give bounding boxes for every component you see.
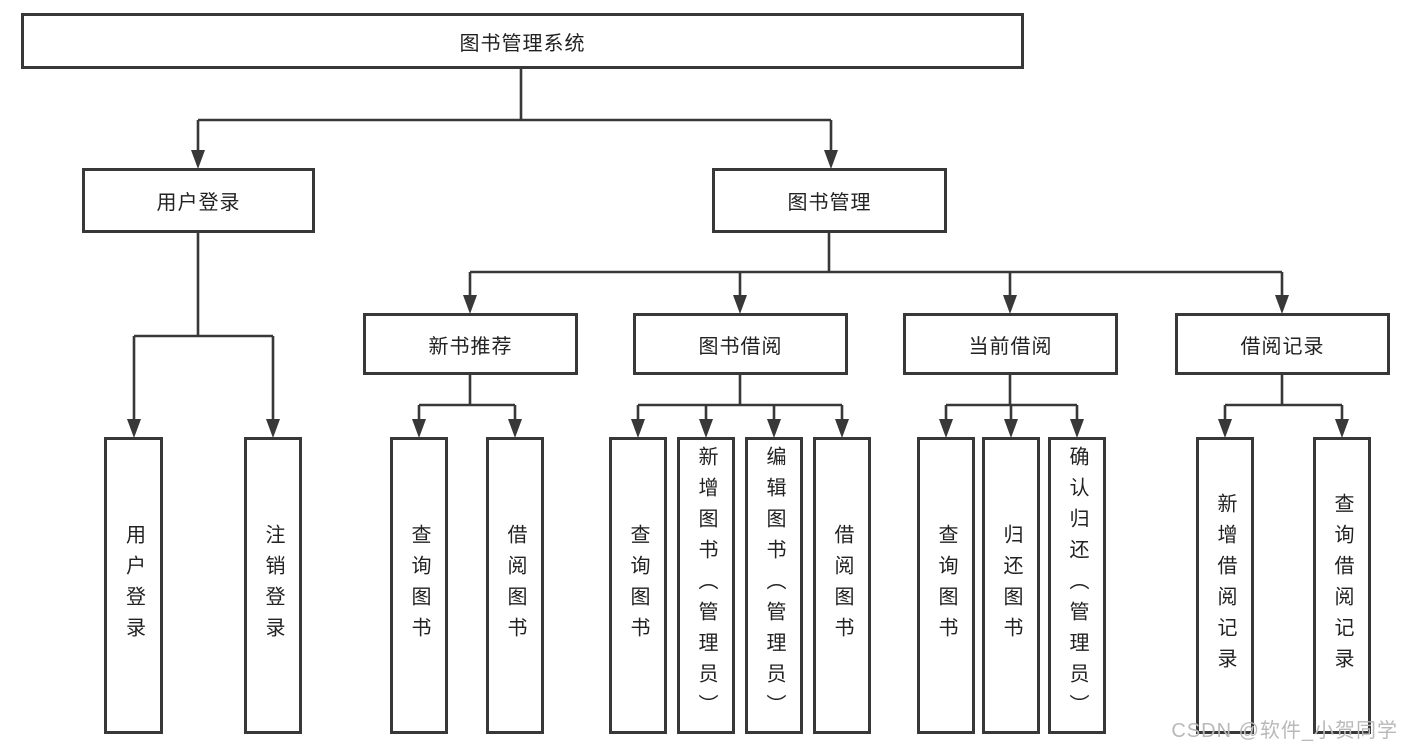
arrowhead — [1003, 295, 1017, 314]
arrowhead — [1275, 295, 1289, 314]
node-leaf-add-borrow-record: 新增借阅记录 — [1196, 437, 1254, 734]
connector-current-borrowing-to-children — [944, 375, 1079, 420]
node-current-borrowing: 当前借阅 — [903, 313, 1118, 375]
node-label: 图书管理系统 — [459, 32, 586, 55]
node-label: 查询图书 — [935, 523, 957, 648]
node-book-borrowing: 图书借阅 — [633, 313, 848, 375]
arrowhead — [191, 150, 205, 169]
connector-borrowing-records-to-children — [1223, 375, 1344, 420]
node-leaf-query-books-3: 查询图书 — [917, 437, 975, 734]
node-label: 当前借阅 — [968, 335, 1053, 358]
arrowhead — [463, 295, 477, 314]
arrowhead — [767, 419, 781, 438]
connector-book-management-to-children — [468, 233, 1284, 296]
arrowhead — [939, 419, 953, 438]
node-label: 注销登录 — [262, 523, 284, 648]
node-label: 用户登录 — [156, 192, 241, 214]
arrowhead — [1070, 419, 1084, 438]
node-label: 确认归还（管理员） — [1066, 446, 1088, 725]
arrowhead — [127, 419, 141, 438]
node-label: 图书借阅 — [698, 335, 783, 358]
node-book-management: 图书管理 — [712, 168, 947, 233]
arrowhead — [1218, 419, 1232, 438]
node-label: 借阅记录 — [1240, 335, 1325, 358]
node-label: 编辑图书（管理员） — [763, 446, 785, 725]
arrowhead — [699, 419, 713, 438]
arrowheads — [127, 150, 1349, 438]
arrowhead — [631, 419, 645, 438]
arrowhead — [835, 419, 849, 438]
node-label: 用户登录 — [122, 523, 145, 648]
node-label: 新增图书（管理员） — [695, 446, 717, 725]
node-label: 图书管理 — [787, 192, 872, 214]
arrowhead — [824, 150, 838, 169]
node-leaf-user-login: 用户登录 — [104, 437, 163, 734]
connector-book-borrowing-to-children — [636, 375, 844, 420]
node-leaf-borrow-books-1: 借阅图书 — [486, 437, 544, 734]
node-leaf-logout: 注销登录 — [244, 437, 302, 734]
arrowhead — [1335, 419, 1349, 438]
connector-root-to-level2 — [196, 69, 833, 151]
node-label: 查询借阅记录 — [1331, 492, 1353, 679]
node-borrowing-records: 借阅记录 — [1175, 313, 1390, 375]
node-label: 借阅图书 — [831, 523, 853, 648]
arrowhead — [1004, 419, 1018, 438]
node-library-management-system: 图书管理系统 — [21, 13, 1024, 69]
node-leaf-confirm-return-admin: 确认归还（管理员） — [1048, 437, 1106, 734]
node-leaf-return-books: 归还图书 — [982, 437, 1040, 734]
csdn-watermark: CSDN @软件_小贺同学 — [1171, 720, 1398, 742]
arrowhead — [733, 295, 747, 314]
node-user-login: 用户登录 — [82, 168, 315, 233]
arrowhead — [508, 419, 522, 438]
node-label: 新书推荐 — [428, 335, 513, 358]
node-label: 新增借阅记录 — [1214, 492, 1236, 679]
node-label: 归还图书 — [1000, 523, 1022, 648]
node-leaf-borrow-books-2: 借阅图书 — [813, 437, 871, 734]
arrowhead — [266, 419, 280, 438]
node-label: 查询图书 — [408, 523, 430, 648]
node-leaf-query-books-1: 查询图书 — [390, 437, 448, 734]
connector-new-book-recommend-to-children — [417, 375, 517, 420]
node-new-book-recommend: 新书推荐 — [363, 313, 578, 375]
node-label: 查询图书 — [627, 523, 649, 648]
node-label: 借阅图书 — [504, 523, 526, 648]
node-leaf-query-books-2: 查询图书 — [609, 437, 667, 734]
node-leaf-query-borrow-record: 查询借阅记录 — [1313, 437, 1371, 734]
node-leaf-edit-books-admin: 编辑图书（管理员） — [745, 437, 803, 734]
node-leaf-add-books-admin: 新增图书（管理员） — [677, 437, 735, 734]
arrowhead — [412, 419, 426, 438]
connector-user-login-to-children — [132, 233, 275, 420]
